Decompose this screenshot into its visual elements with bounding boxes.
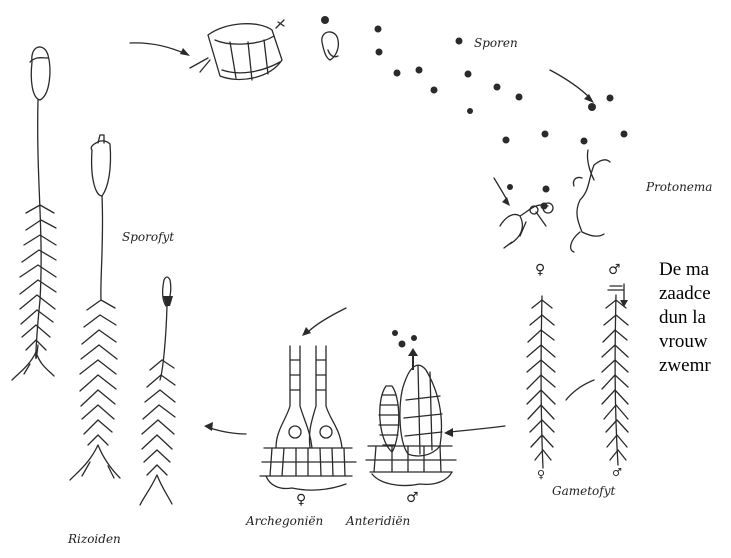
text-line-3: dun la — [659, 306, 706, 330]
moss-plant-with-capsule-left — [12, 47, 56, 380]
label-archegonien: Archegoniën — [246, 514, 323, 528]
text-line-1: De ma — [659, 258, 709, 282]
gametophyte-male — [602, 284, 628, 465]
gametophyte-female — [527, 296, 555, 468]
male-symbol-small: ♂ — [612, 466, 622, 479]
text-line-2: zaadce — [659, 282, 711, 306]
label-protonema: Protonema — [646, 180, 712, 194]
arrow-archegonia-up — [308, 308, 346, 332]
sperm-cells — [392, 330, 418, 370]
open-capsule — [190, 20, 338, 80]
female-symbol-gametophyte: ♀ — [535, 262, 545, 278]
female-symbol-small: ♀ — [537, 468, 545, 481]
sporophyte-plant — [70, 135, 120, 480]
arrow-gametofyt-to-organs — [450, 426, 505, 432]
male-symbol-antheridia: ♂ — [406, 490, 419, 506]
label-sporofyt: Sporofyt — [122, 230, 174, 244]
arrow-to-young-plant — [210, 428, 246, 434]
label-rizoiden: Rizoiden — [68, 532, 121, 546]
protonema — [494, 150, 610, 252]
arrow-to-capsule — [130, 43, 186, 54]
text-line-5: zwemr — [659, 354, 711, 378]
male-symbol-gametophyte: ♂ — [608, 262, 621, 278]
young-sporophyte-plant — [140, 277, 175, 505]
female-symbol-archegonia: ♀ — [296, 492, 306, 508]
line-gametophyte-pointer — [566, 380, 594, 400]
label-gametofyt: Gametofyt — [552, 484, 615, 498]
arrow-spores-to-protonema — [550, 70, 590, 98]
label-anteridien: Anteridiën — [346, 514, 410, 528]
antheridia — [366, 365, 456, 485]
text-line-4: vrouw — [659, 330, 708, 354]
label-sporen: Sporen — [474, 36, 518, 50]
archegonia — [260, 346, 356, 490]
